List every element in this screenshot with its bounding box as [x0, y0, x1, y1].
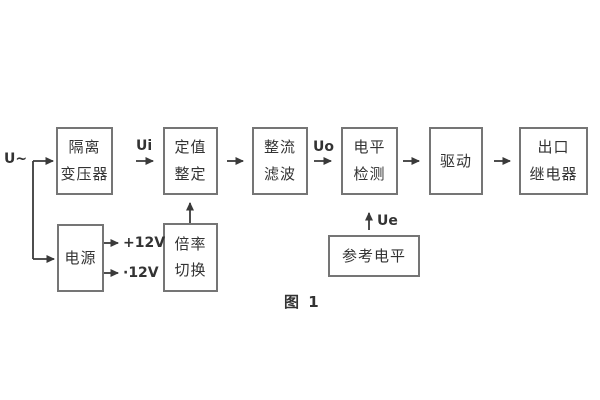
block-rectify-filter-line1: 整流: [263, 138, 296, 157]
block-reference-level: 参考电平: [328, 235, 420, 277]
block-rectify-filter: 整流 滤波: [252, 127, 308, 195]
block-ratio-switch-line2: 切换: [174, 261, 207, 280]
power-positive-label: +12V: [123, 235, 166, 251]
block-rectify-filter-line2: 滤波: [263, 164, 296, 183]
input-signal-label: U~: [4, 151, 28, 167]
power-negative-label: ·12V: [123, 265, 159, 281]
block-level-detect-line1: 电平: [353, 138, 386, 157]
block-level-detect: 电平 检测: [341, 127, 398, 195]
block-isolation-transformer-line2: 变压器: [60, 164, 109, 183]
block-ratio-switch-line1: 倍率: [174, 234, 207, 253]
block-reference-level-label: 参考电平: [341, 246, 406, 265]
block-level-detect-line2: 检测: [353, 164, 386, 183]
figure-caption: 图 1: [284, 293, 321, 311]
block-output-relay: 出口 继电器: [519, 127, 588, 195]
block-setting-adjust-line2: 整定: [174, 164, 207, 183]
block-power-supply-label: 电源: [64, 248, 97, 267]
block-setting-adjust: 定值 整定: [163, 127, 218, 195]
block-isolation-transformer-line1: 隔离: [68, 138, 101, 157]
block-setting-adjust-line1: 定值: [174, 138, 207, 157]
signal-label-ue: Ue: [377, 213, 398, 229]
block-power-supply: 电源: [57, 224, 104, 292]
signal-label-ui: Ui: [136, 138, 153, 154]
block-drive-label: 驱动: [439, 151, 472, 170]
block-ratio-switch: 倍率 切换: [163, 223, 218, 292]
block-output-relay-line1: 出口: [537, 138, 570, 157]
block-output-relay-line2: 继电器: [529, 164, 578, 183]
block-isolation-transformer: 隔离 变压器: [56, 127, 113, 195]
block-drive: 驱动: [429, 127, 483, 195]
signal-label-uo: Uo: [313, 139, 334, 155]
